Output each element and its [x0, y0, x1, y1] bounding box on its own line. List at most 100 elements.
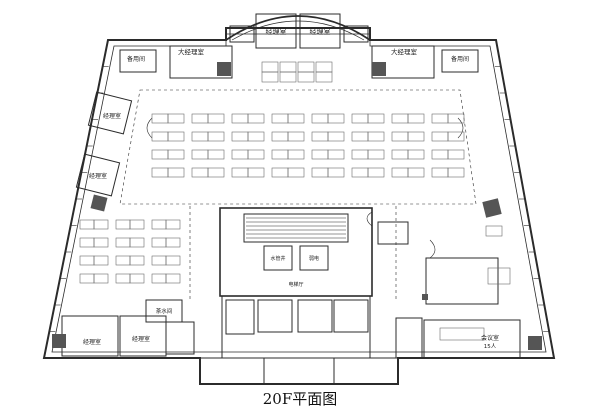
desk: [261, 71, 279, 83]
desk: [151, 219, 167, 230]
label-top-office-right: 经理室: [310, 27, 331, 36]
desk: [207, 131, 225, 142]
desk: [367, 113, 385, 124]
meeting-room: [423, 319, 521, 359]
mgr-bottom-1: [61, 315, 119, 357]
mgr-left-2: [75, 153, 121, 197]
desk: [167, 149, 185, 160]
desk: [167, 167, 185, 178]
desk: [271, 167, 289, 178]
desk: [367, 131, 385, 142]
desk: [207, 113, 225, 124]
desk: [129, 255, 145, 266]
desk: [261, 61, 279, 73]
desk: [231, 167, 249, 178]
lift-hall: [221, 295, 371, 359]
desk: [167, 113, 185, 124]
label-meeting-cap: 15人: [484, 343, 497, 350]
desk: [207, 167, 225, 178]
desk: [327, 149, 345, 160]
label-spare-left: 备用间: [127, 55, 145, 63]
desk: [79, 237, 95, 248]
desk: [247, 149, 265, 160]
desk: [165, 219, 181, 230]
desk: [167, 131, 185, 142]
inner-wall: [51, 33, 547, 353]
desk: [231, 149, 249, 160]
desk: [191, 131, 209, 142]
desk: [129, 237, 145, 248]
label-tea-room: 茶水间: [156, 307, 173, 315]
arched-roof: [225, 15, 371, 41]
label-spare-right: 备用间: [451, 55, 469, 63]
desk: [367, 167, 385, 178]
desk: [191, 113, 209, 124]
desk: [165, 273, 181, 284]
desk: [165, 255, 181, 266]
desk: [247, 131, 265, 142]
desk: [351, 167, 369, 178]
desk: [115, 255, 131, 266]
desk: [431, 149, 449, 160]
desk: [447, 149, 465, 160]
desk: [367, 149, 385, 160]
desk: [93, 219, 109, 230]
desk: [247, 113, 265, 124]
desk: [431, 113, 449, 124]
desk: [311, 131, 329, 142]
desk: [165, 237, 181, 248]
desk: [431, 167, 449, 178]
desk: [391, 167, 409, 178]
desk: [311, 113, 329, 124]
top-office-left: [255, 13, 297, 49]
desk: [287, 167, 305, 178]
desk: [191, 167, 209, 178]
desk: [129, 273, 145, 284]
desk: [311, 167, 329, 178]
desk: [315, 61, 333, 73]
label-mgr-left-2: 经理室: [89, 172, 107, 180]
desk: [207, 149, 225, 160]
desk: [391, 149, 409, 160]
desk: [447, 131, 465, 142]
desk: [327, 131, 345, 142]
desk: [327, 113, 345, 124]
desk: [297, 61, 315, 73]
desk: [391, 131, 409, 142]
desk: [93, 273, 109, 284]
desk: [151, 131, 169, 142]
desk: [351, 113, 369, 124]
desk: [407, 131, 425, 142]
desk: [79, 255, 95, 266]
desk: [287, 149, 305, 160]
desk: [311, 149, 329, 160]
label-meeting-room: 会议室: [481, 334, 499, 342]
desk: [79, 273, 95, 284]
mgr-left-1: [87, 91, 133, 135]
desk: [93, 255, 109, 266]
big-office-left: [169, 45, 233, 79]
label-mgr-left-1: 经理室: [103, 112, 121, 120]
desk: [231, 113, 249, 124]
desk: [407, 149, 425, 160]
desk: [447, 167, 465, 178]
desk: [351, 131, 369, 142]
desk: [407, 167, 425, 178]
desk: [287, 113, 305, 124]
desk: [447, 113, 465, 124]
desk: [191, 149, 209, 160]
label-big-office-left: 大经理室: [178, 47, 205, 56]
desk: [287, 131, 305, 142]
desk: [271, 113, 289, 124]
plan-caption: 20F平面图: [263, 390, 338, 408]
desk: [129, 219, 145, 230]
desk: [151, 237, 167, 248]
desk: [315, 71, 333, 83]
desk: [151, 255, 167, 266]
desk: [327, 167, 345, 178]
lounge-seat: [485, 225, 503, 237]
label-shaft: 水管井: [270, 255, 285, 262]
core-shaft: [263, 245, 293, 271]
desk: [297, 71, 315, 83]
